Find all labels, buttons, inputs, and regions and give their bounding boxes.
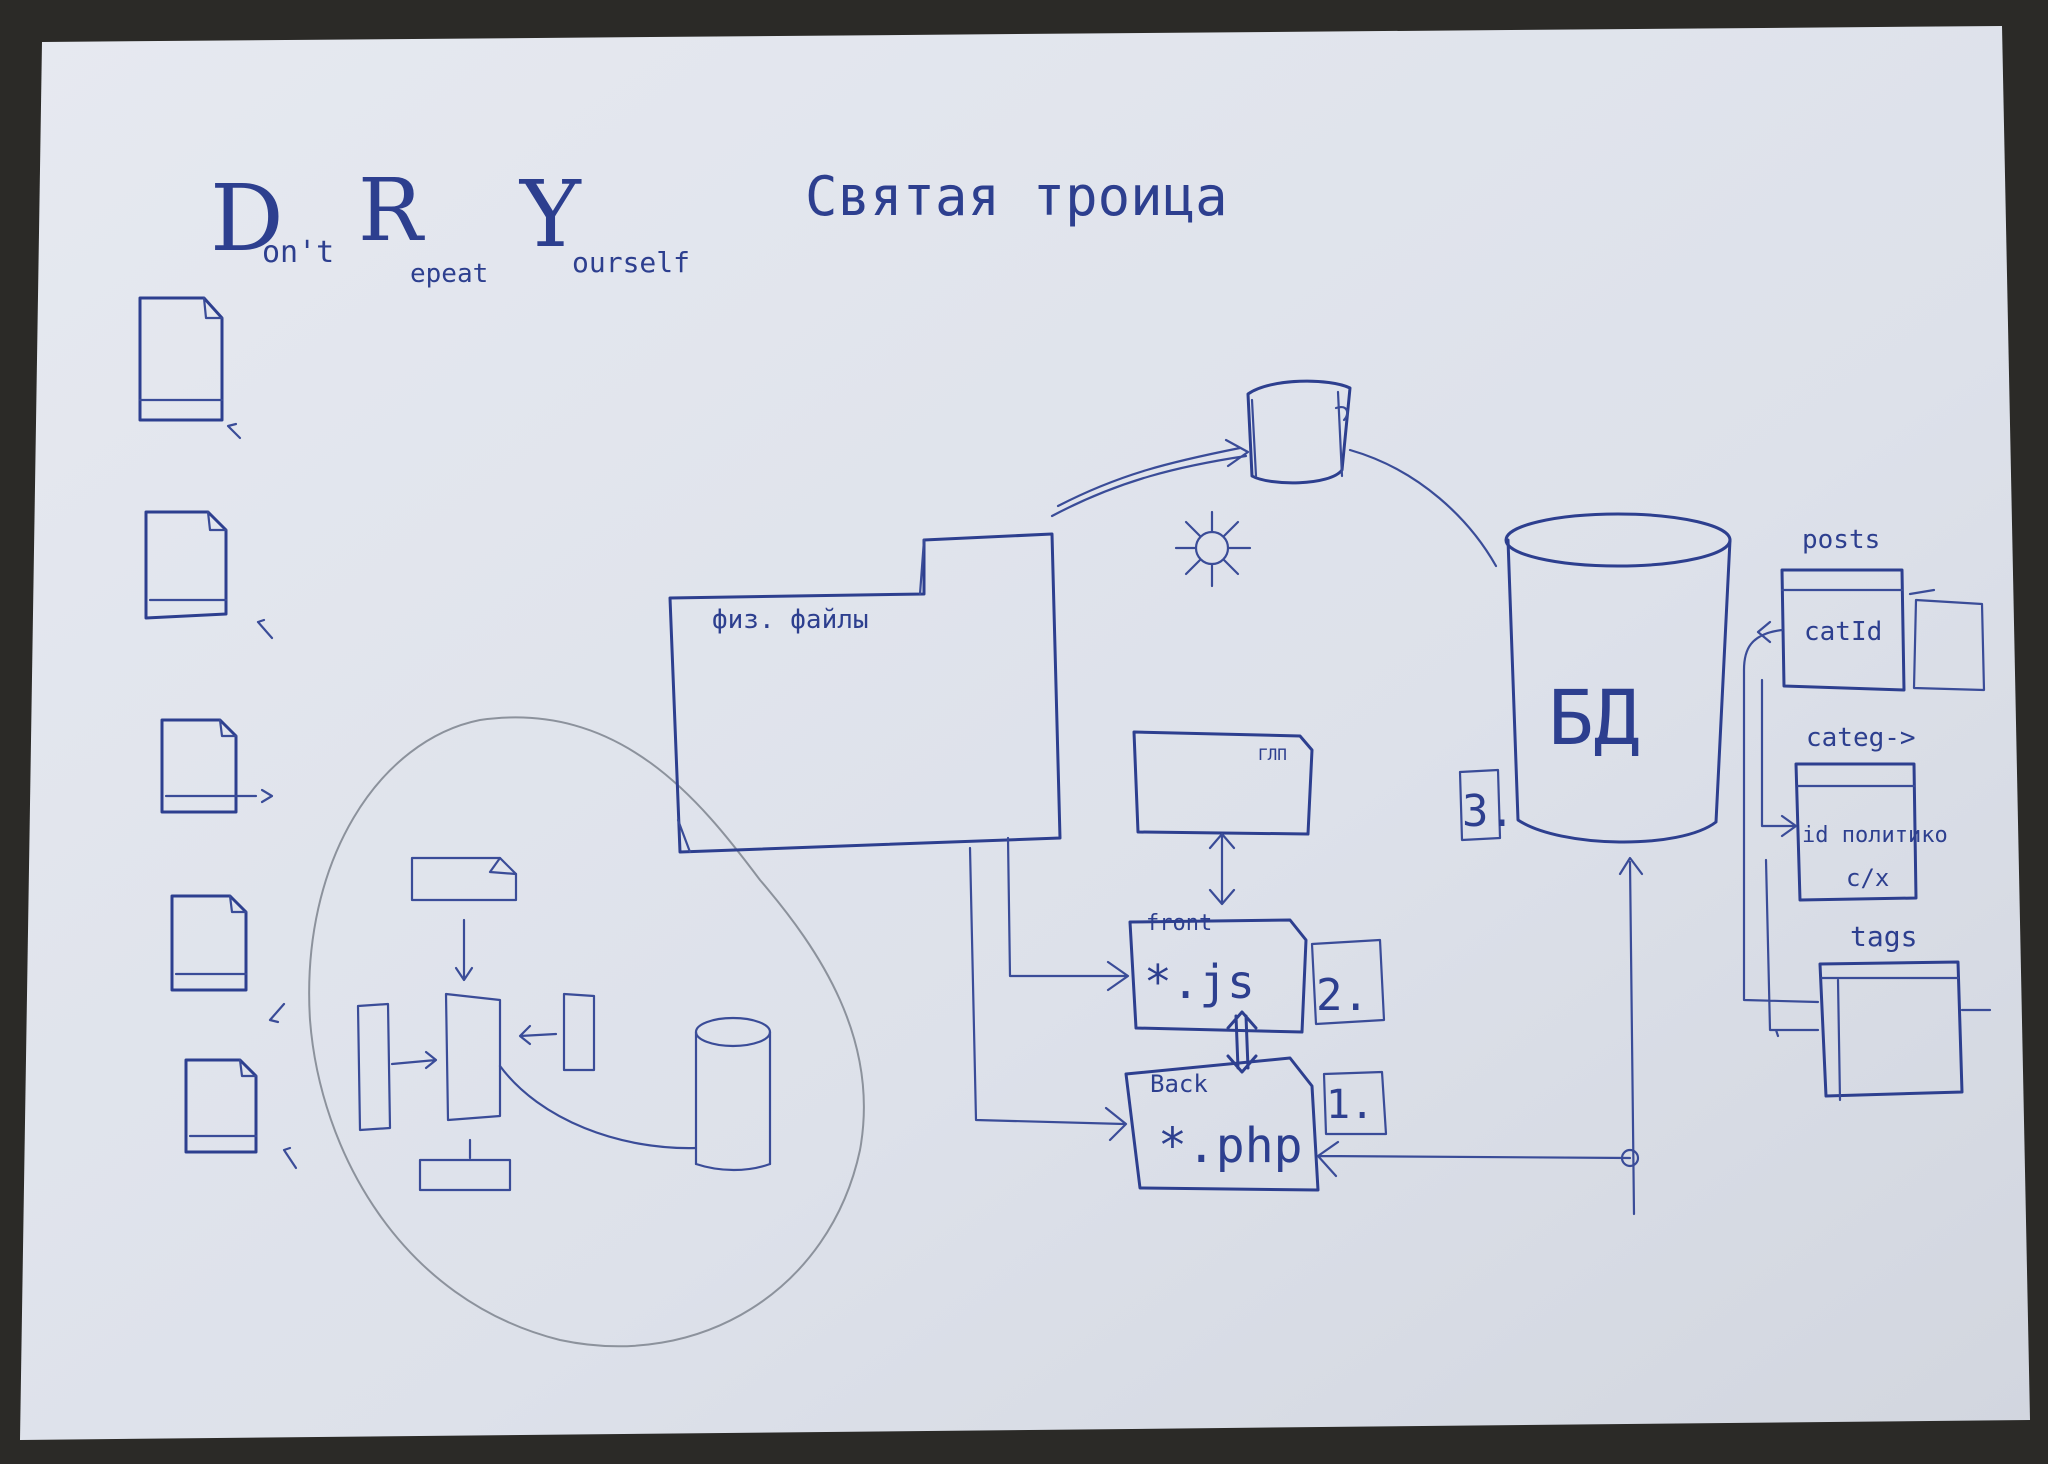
dry-title: D on't R epeat Y ourself xyxy=(210,161,690,289)
categ-row2: c/x xyxy=(1846,864,1889,892)
front-ext: *.js xyxy=(1144,955,1255,1009)
front-js-box: front *.js 2. xyxy=(1128,911,1386,1034)
line-server-to-db xyxy=(1348,448,1498,568)
title-r: R xyxy=(358,161,425,261)
server-icon xyxy=(1246,379,1352,485)
line-folder-to-back xyxy=(968,846,1128,1142)
paper-sheet xyxy=(20,26,2030,1440)
table-categ: categ-> id политико c/x xyxy=(1794,723,1948,902)
title-y: Y xyxy=(518,161,582,268)
heading-holy-trinity: Святая троица xyxy=(805,165,1228,228)
mini-diagram xyxy=(356,856,772,1192)
categ-label: categ-> xyxy=(1806,723,1916,753)
title-d: D xyxy=(210,165,284,272)
table-tags: tags xyxy=(1818,920,1964,1102)
folder-physical-files: физ. файлы xyxy=(668,532,1062,854)
file-icons-column xyxy=(138,296,298,1170)
table-relations xyxy=(1742,620,1992,1038)
posts-label: posts xyxy=(1802,525,1880,555)
front-number: 2. xyxy=(1316,970,1369,1021)
arrow-folder-to-server xyxy=(1050,438,1250,518)
front-label: front xyxy=(1146,911,1212,936)
arrow-api-front xyxy=(1208,832,1236,906)
file-icon xyxy=(184,1058,298,1170)
pencil-outline xyxy=(308,716,865,1348)
file-icon xyxy=(144,510,274,640)
posts-field: catId xyxy=(1804,617,1882,647)
api-box: ГЛП xyxy=(1132,730,1314,836)
back-php-box: Back *.php 1. xyxy=(1124,1056,1388,1192)
tags-label: tags xyxy=(1850,920,1917,953)
junction-dot xyxy=(1620,1148,1640,1168)
folder-label: физ. файлы xyxy=(712,605,869,635)
title-epeat: epeat xyxy=(410,259,488,289)
back-number: 1. xyxy=(1326,1082,1374,1128)
api-label: ГЛП xyxy=(1258,745,1287,764)
file-icon xyxy=(160,718,274,814)
database-cylinder: БД 3. xyxy=(1458,512,1732,844)
gear-icon xyxy=(1174,510,1252,588)
line-db-to-back xyxy=(1316,856,1644,1216)
db-label: БД xyxy=(1548,673,1640,762)
file-icon xyxy=(138,296,242,440)
file-icon xyxy=(170,894,286,1024)
arrow-front-back xyxy=(1226,1010,1258,1074)
back-label: Back xyxy=(1150,1070,1208,1098)
db-number: 3. xyxy=(1462,786,1515,837)
line-folder-to-front xyxy=(1006,836,1130,992)
table-posts: posts catId xyxy=(1780,525,1986,692)
back-ext: *.php xyxy=(1158,1118,1303,1174)
title-ourself: ourself xyxy=(572,246,690,279)
categ-fields: id политико xyxy=(1802,823,1948,848)
title-on: on't xyxy=(262,235,334,270)
